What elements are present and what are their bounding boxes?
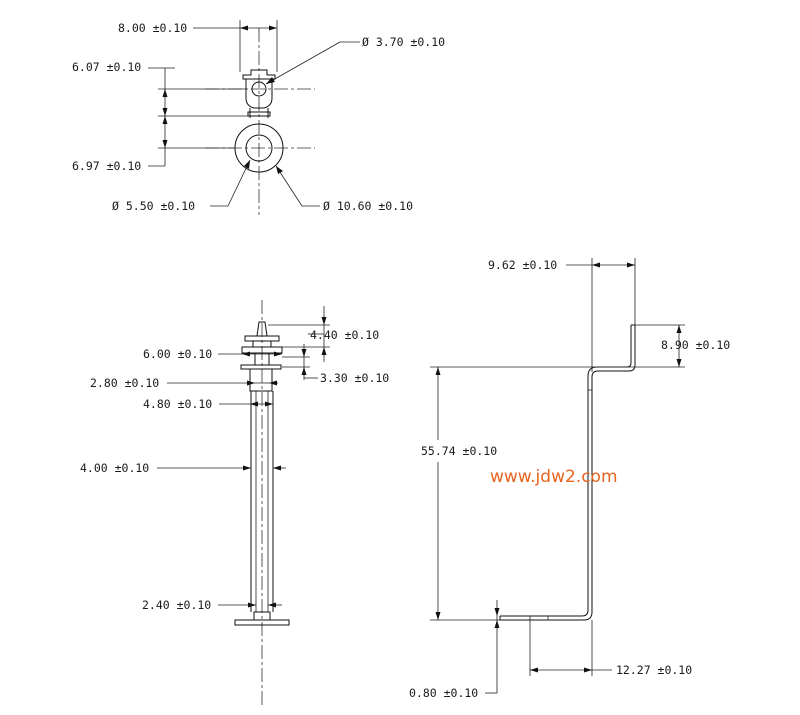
dim-arrow [242, 351, 250, 357]
dim-upper-offset-label: 6.07 ±0.10 [72, 60, 141, 74]
dim-outer-dia-label: Ø 10.60 ±0.10 [323, 199, 413, 213]
dim-arrow [268, 602, 276, 608]
dim-inner-dia-label: Ø 5.50 ±0.10 [112, 199, 195, 213]
dim-thickness-label: 0.80 ±0.10 [409, 686, 478, 700]
dim-arrow [269, 380, 277, 386]
top-tab-outline [242, 69, 276, 80]
dim-arrow [162, 89, 168, 97]
dim-arrow [247, 380, 255, 386]
dim-arrow [676, 325, 682, 333]
leader-arrow [244, 160, 250, 169]
front-view: 4.40 ±0.10 3.30 ±0.10 6.00 ±0.10 2.80 ±0… [80, 300, 389, 708]
pin-sleeve [249, 368, 273, 392]
dim-arrow [676, 359, 682, 367]
bracket-inner-profile [500, 325, 632, 617]
bracket-outer-profile [500, 325, 636, 621]
dim-overall-height-label: 55.74 ±0.10 [421, 444, 497, 458]
watermark-text: www.jdw2.com [490, 467, 618, 487]
dim-arrow [162, 140, 168, 148]
neck-band [247, 111, 271, 117]
leader-line [265, 41, 341, 85]
upper-eyelet-outline [245, 79, 273, 109]
dim-arrow [627, 262, 635, 268]
dim-arrow [494, 620, 500, 628]
leader-arrow [276, 166, 283, 174]
dim-arrow [321, 317, 327, 325]
dim-head-width-label: 6.00 ±0.10 [143, 347, 212, 361]
dim-arrow [269, 25, 277, 31]
top-view: 8.00 ±0.10 Ø 3.70 ±0.10 6.07 ±0.10 6.97 … [72, 20, 445, 215]
leader-line [227, 159, 251, 207]
dim-arrow [494, 608, 500, 616]
dim-arrow [250, 401, 258, 407]
dim-arrow [301, 367, 307, 375]
dim-tab-height-label: 8.90 ±0.10 [661, 338, 730, 352]
dim-arrow [240, 25, 248, 31]
dim-arrow [592, 262, 600, 268]
dim-tab-width-label: 9.62 ±0.10 [488, 258, 557, 272]
dim-arrow [248, 602, 256, 608]
dim-arrow [273, 465, 281, 471]
small-hole [251, 81, 267, 97]
dim-arrow [584, 667, 592, 673]
dim-arrow [321, 347, 327, 355]
leader-arrow [266, 77, 275, 84]
dim-arrow [265, 401, 273, 407]
dim-width-label: 8.00 ±0.10 [118, 21, 187, 35]
dim-arrow [530, 667, 538, 673]
dim-small-hole-label: Ø 3.70 ±0.10 [362, 35, 445, 49]
inner-hole [245, 134, 273, 162]
dim-lower-offset-label: 6.97 ±0.10 [72, 159, 141, 173]
dim-arrow [162, 108, 168, 116]
dim-arrow [435, 367, 441, 375]
dim-arrow [301, 349, 307, 357]
dim-tip-width-label: 2.40 ±0.10 [142, 598, 211, 612]
dim-collar-width-label: 4.80 ±0.10 [143, 397, 212, 411]
dim-neck-width-label: 2.80 ±0.10 [90, 376, 159, 390]
dim-arrow [162, 116, 168, 124]
dim-arrow [243, 465, 251, 471]
leader-line [275, 165, 303, 207]
pin-collar [240, 364, 282, 370]
side-view: 9.62 ±0.10 8.90 ±0.10 55.74 ±0.10 0.80 ±… [409, 258, 730, 700]
dim-head-height-label: 4.40 ±0.10 [310, 328, 379, 342]
dim-arrow [274, 351, 282, 357]
dim-base-length-label: 12.27 ±0.10 [616, 663, 692, 677]
pin-base [234, 619, 290, 626]
dim-neck-height-label: 3.30 ±0.10 [320, 371, 389, 385]
dim-shaft-width-label: 4.00 ±0.10 [80, 461, 149, 475]
dim-arrow [435, 612, 441, 620]
